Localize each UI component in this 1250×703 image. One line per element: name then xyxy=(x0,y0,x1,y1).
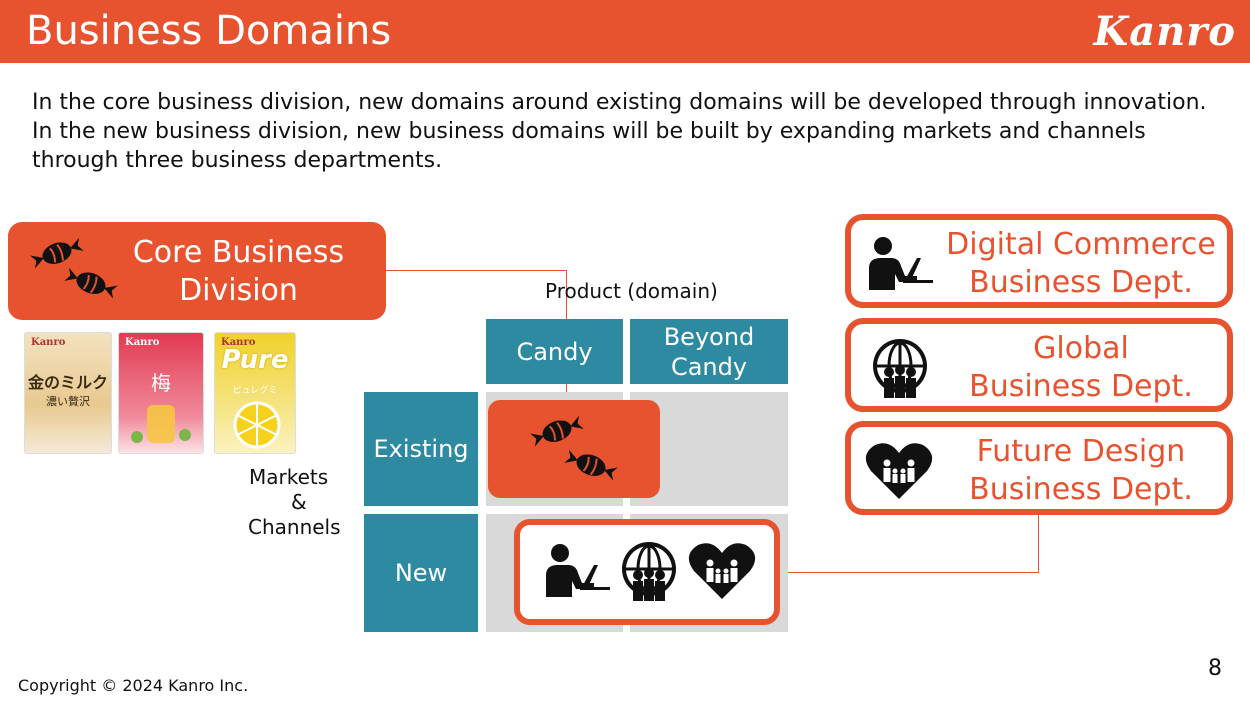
dept-digital-commerce: Digital Commerce Business Dept. xyxy=(845,214,1233,308)
page-number: 8 xyxy=(1208,656,1222,681)
heart-family-icon xyxy=(688,543,756,599)
beyond-candy-label: Beyond Candy xyxy=(663,322,755,381)
dept-global: Global Business Dept. xyxy=(845,318,1233,412)
dept-connector-horizontal xyxy=(780,572,1039,573)
column-header-candy: Candy xyxy=(486,319,623,384)
dept-label-line: Digital Commerce xyxy=(946,227,1216,262)
product-axis-label: Product (domain) xyxy=(545,279,718,303)
package-brand: Kanro xyxy=(125,337,160,348)
heart-family-icon xyxy=(865,443,933,499)
core-business-division-box: Core Business Division xyxy=(8,222,386,320)
candy-icon xyxy=(30,237,118,299)
row-header-existing: Existing xyxy=(364,392,478,506)
row-header-new: New xyxy=(364,514,478,632)
package-brand: Kanro xyxy=(31,337,66,348)
dept-label: Digital Commerce Business Dept. xyxy=(941,226,1221,302)
page-title: Business Domains xyxy=(26,8,392,54)
package-brand: Kanro xyxy=(221,337,256,348)
new-markets-highlight xyxy=(514,519,780,625)
core-connector-horizontal xyxy=(386,270,567,271)
dept-connector-vertical xyxy=(1038,513,1039,573)
existing-candy-highlight xyxy=(488,400,660,498)
package-name: Pure xyxy=(221,345,289,375)
core-business-label: Core Business Division xyxy=(132,235,345,308)
dept-label-line: Future Design xyxy=(976,434,1186,469)
dept-label-line: Business Dept. xyxy=(969,369,1193,404)
candy-icon xyxy=(530,415,618,481)
markets-axis-label: Markets & Channels xyxy=(248,465,348,540)
dept-future-design: Future Design Business Dept. xyxy=(845,421,1233,515)
package-name: 梅 xyxy=(151,371,171,395)
markets-label-line: Channels xyxy=(248,515,341,539)
product-package-ume: Kanro 梅 xyxy=(118,332,204,454)
kanro-logo: Kanro xyxy=(1093,8,1236,55)
markets-label-line: Markets xyxy=(249,465,329,489)
intro-paragraph: In the core business division, new domai… xyxy=(32,90,1207,115)
copyright-text: Copyright © 2024 Kanro Inc. xyxy=(18,676,249,695)
dept-label-line: Business Dept. xyxy=(969,472,1193,507)
product-package-pure: Kanro Pure ピュレグミ xyxy=(214,332,296,454)
package-sub: 濃い贅沢 xyxy=(46,395,90,408)
package-sub: ピュレグミ xyxy=(232,386,278,396)
person-laptop-icon xyxy=(546,544,610,597)
product-package-milk: Kanro 金のミルク 濃い贅沢 xyxy=(24,332,112,454)
intro-text: In the core business division, new domai… xyxy=(32,88,1212,175)
dept-label-line: Business Dept. xyxy=(969,265,1193,300)
candy-jar-icon xyxy=(131,405,191,443)
dept-label: Global Business Dept. xyxy=(941,330,1221,406)
person-laptop-icon xyxy=(869,237,933,290)
header-bar: Business Domains Kanro xyxy=(0,0,1250,63)
lemon-slice-icon xyxy=(233,401,281,449)
dept-label-line: Global xyxy=(1033,331,1129,366)
globe-people-icon xyxy=(873,339,927,398)
markets-label-line: & xyxy=(291,490,307,514)
globe-people-icon xyxy=(622,542,676,601)
column-header-beyond-candy: Beyond Candy xyxy=(630,319,788,384)
intro-paragraph: In the new business division, new busine… xyxy=(32,119,1146,173)
dept-label: Future Design Business Dept. xyxy=(941,433,1221,509)
package-name: 金のミルク xyxy=(27,373,108,392)
